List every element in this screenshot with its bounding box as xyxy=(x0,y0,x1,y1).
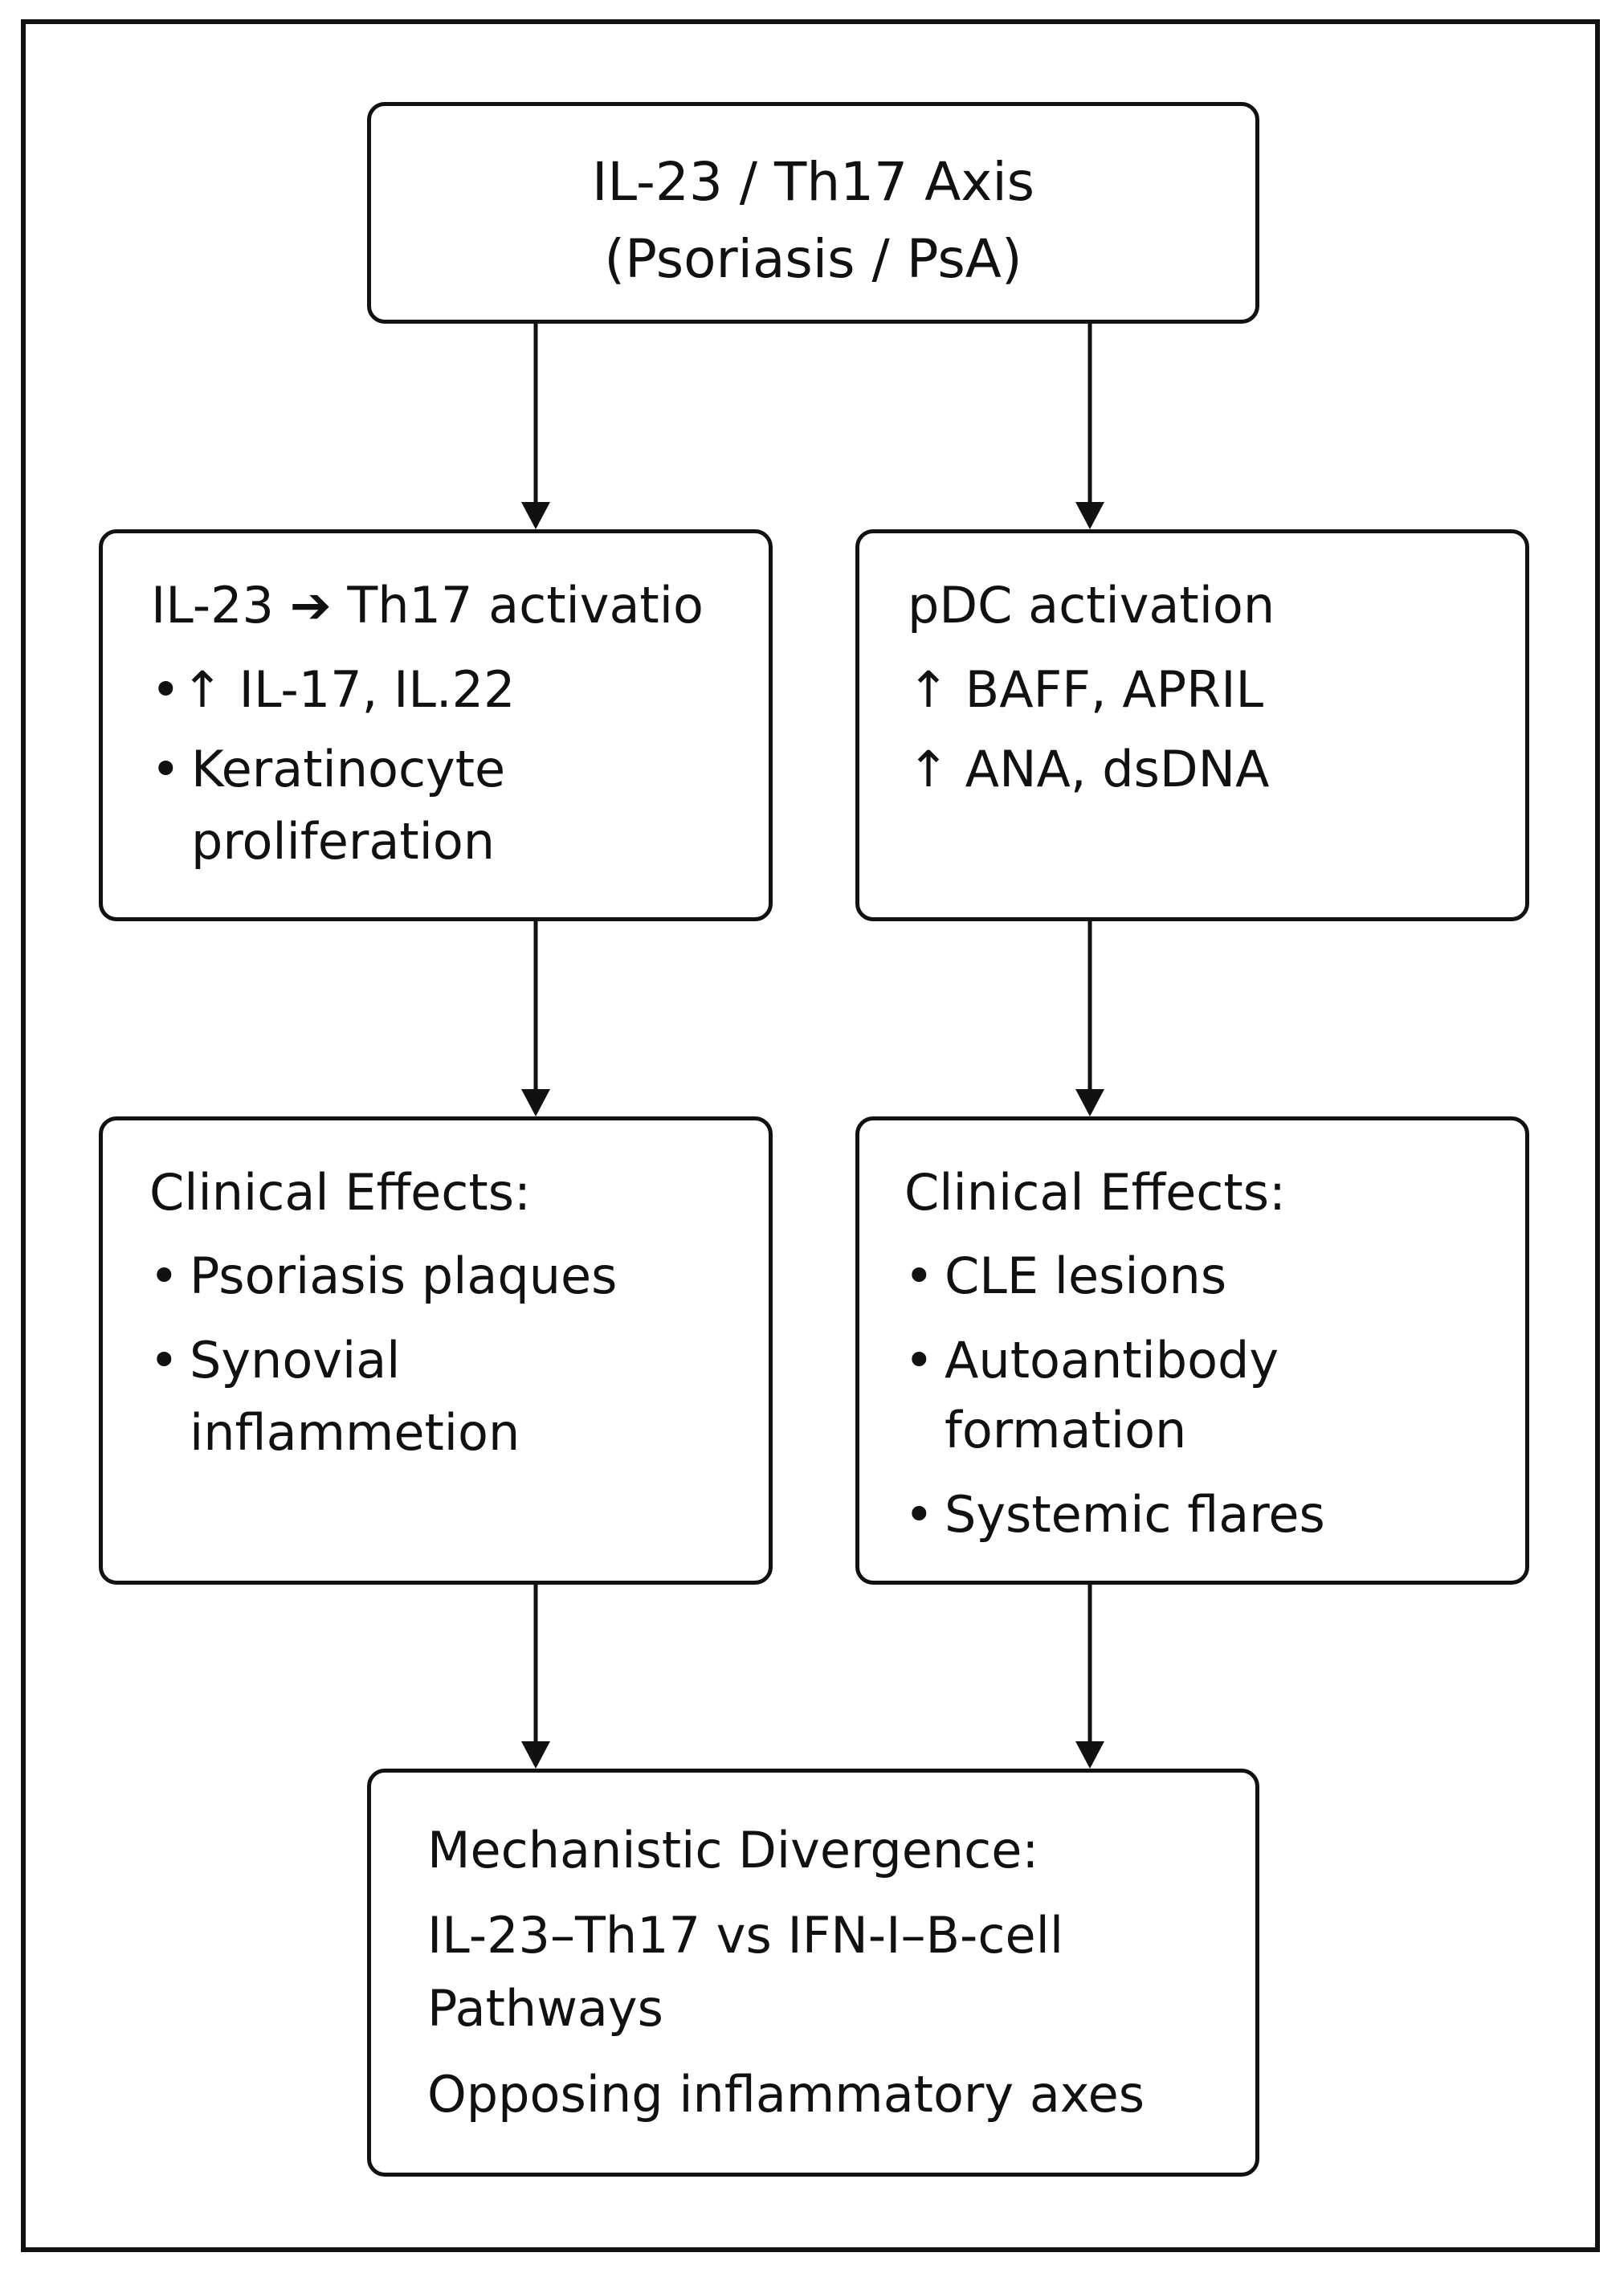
lupus-clinical-effects-box: Clinical Effects: •CLE lesions •Autoanti… xyxy=(855,1116,1529,1585)
bullet: • xyxy=(151,740,181,798)
pdc-item-baff: ↑ BAFF, APRIL xyxy=(908,660,1264,719)
bullet: • xyxy=(904,1247,934,1305)
psoriasis-clinical-item-synovial: •Synovial xyxy=(149,1336,400,1385)
axis-title-box: IL-23 / Th17 Axis (Psoriasis / PsA) xyxy=(367,102,1259,324)
axis-title-line1: IL-23 / Th17 Axis xyxy=(591,151,1035,213)
lupus-clinical-item-cle: •CLE lesions xyxy=(904,1251,1226,1301)
lupus-clinical-item-flares-text: Systemic flares xyxy=(945,1485,1325,1544)
lupus-clinical-item-flares: •Systemic flares xyxy=(904,1490,1325,1540)
mechanistic-divergence-box: Mechanistic Divergence: IL-23–Th17 vs IF… xyxy=(367,1769,1259,2177)
bullet: • xyxy=(149,1247,179,1305)
divergence-title: Mechanistic Divergence: xyxy=(427,1821,1039,1879)
divergence-pathways-line2: Pathways xyxy=(427,1979,663,2038)
bullet: • xyxy=(151,660,181,719)
lupus-clinical-item-autoantibody-line1: Autoantibody xyxy=(945,1331,1279,1390)
th17-activation-box: IL-23 ➔ Th17 activatio •↑ IL-17, IL.22 •… xyxy=(99,529,773,921)
divergence-pathways-line1: IL-23–Th17 vs IFN-I–B-cell xyxy=(427,1906,1064,1965)
bullet: • xyxy=(149,1331,179,1390)
lupus-clinical-item-cle-text: CLE lesions xyxy=(945,1247,1227,1305)
th17-item-cytokines: •↑ IL-17, IL.22 xyxy=(151,665,516,715)
lupus-clinical-title: Clinical Effects: xyxy=(904,1163,1286,1222)
diagram-frame xyxy=(21,19,1600,2252)
th17-item-cytokines-text: ↑ IL-17, IL.22 xyxy=(182,660,516,719)
pdc-activation-box: pDC activation ↑ BAFF, APRIL ↑ ANA, dsDN… xyxy=(855,529,1529,921)
pdc-activation-title: pDC activation xyxy=(908,576,1275,635)
psoriasis-clinical-item-plaques-text: Psoriasis plaques xyxy=(190,1247,618,1305)
psoriasis-clinical-effects-box: Clinical Effects: •Psoriasis plaques •Sy… xyxy=(99,1116,773,1585)
lupus-clinical-item-autoantibody: •Autoantibody xyxy=(904,1336,1279,1385)
th17-item-keratinocyte: •Keratinocyte xyxy=(151,745,505,794)
th17-item-keratinocyte-line1: Keratinocyte xyxy=(191,740,506,798)
psoriasis-clinical-title: Clinical Effects: xyxy=(149,1163,531,1222)
divergence-summary: Opposing inflammatory axes xyxy=(427,2065,1145,2124)
th17-item-keratinocyte-cont: proliferation xyxy=(191,812,496,871)
psoriasis-clinical-item-synovial-cont: inflammetion xyxy=(190,1403,520,1462)
psoriasis-clinical-item-synovial-line1: Synovial xyxy=(190,1331,401,1390)
bullet: • xyxy=(904,1331,934,1390)
psoriasis-clinical-item-plaques: •Psoriasis plaques xyxy=(149,1251,617,1301)
bullet: • xyxy=(904,1485,934,1544)
pdc-item-ana: ↑ ANA, dsDNA xyxy=(908,740,1270,798)
axis-title-line2: (Psoriasis / PsA) xyxy=(604,228,1022,290)
th17-activation-title: IL-23 ➔ Th17 activatio xyxy=(151,576,704,635)
lupus-clinical-item-autoantibody-cont: formation xyxy=(945,1401,1187,1459)
